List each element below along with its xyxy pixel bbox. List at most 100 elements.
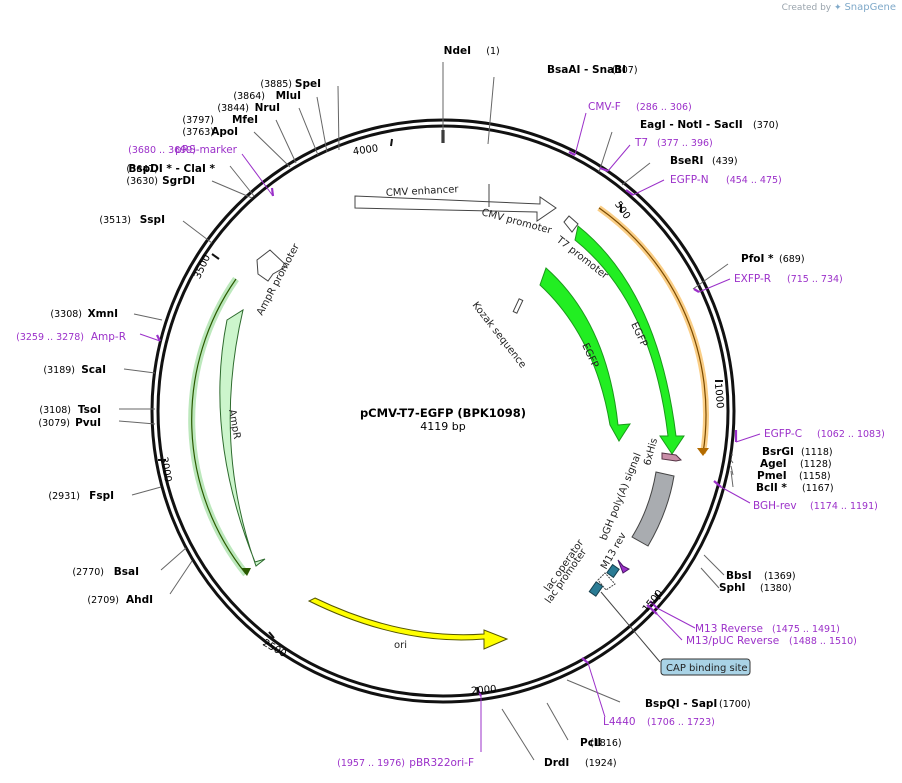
site-pos-7: (1158)	[799, 471, 831, 482]
site-pos-5: (1118)	[801, 447, 833, 458]
egfp-outer-arrow	[574, 225, 685, 455]
site-name-8: BclI *	[756, 482, 787, 494]
site-pos-18: (3108)	[39, 405, 71, 416]
lac-promoter-arrow	[597, 572, 616, 591]
site-pos-20: (3308)	[50, 309, 82, 320]
site-leader-22	[211, 180, 253, 199]
ampr-line	[191, 278, 247, 575]
site-leader-9	[703, 554, 725, 576]
ampr-arrowhead-icon	[241, 568, 251, 576]
site-pos-0: (1)	[486, 46, 499, 57]
site-name-20: XmnI	[88, 308, 118, 320]
site-leader-25	[275, 119, 297, 164]
site-name-15: BsaI	[114, 566, 139, 578]
bp-tick-label-5: 3000	[158, 456, 173, 483]
site-pos-16: (2931)	[48, 491, 80, 502]
plasmid-name: pCMV-T7-EGFP (BPK1098)	[360, 406, 526, 420]
site-pos-19: (3189)	[43, 365, 75, 376]
site-name-23: BspDI * - ClaI *	[128, 163, 215, 175]
site-name-16: FspI	[89, 490, 114, 502]
cap-site-block	[588, 581, 604, 597]
site-pos-13: (1924)	[585, 758, 617, 769]
site-leader-2	[598, 131, 613, 173]
ampr-promoter-arrow	[256, 249, 288, 282]
site-pos-24: (3763)	[182, 127, 214, 138]
primer-range-5: (1174 .. 1191)	[810, 501, 878, 512]
site-pos-8: (1167)	[802, 483, 834, 494]
bp-tick-7	[390, 138, 393, 147]
primer-leader-3	[698, 278, 731, 293]
site-leader-4	[692, 263, 729, 290]
site-name-25: MfeI	[232, 114, 258, 126]
primer-name-9: pBR322ori-F	[409, 757, 474, 769]
site-leader-24	[253, 131, 291, 168]
primer-leader-7	[656, 613, 683, 641]
site-name-12: PciI	[580, 737, 601, 749]
site-name-13: DrdI	[544, 757, 569, 769]
primer-name-8: L4440	[603, 716, 636, 728]
primer-name-3: EXFP-R	[734, 273, 771, 285]
cap-binding-site-label: CAP binding site	[666, 663, 748, 674]
bp-tick-label-1: 1000	[712, 383, 725, 409]
site-leader-21	[182, 220, 213, 244]
site-name-22: SgrDI	[162, 175, 195, 187]
site-name-11: BspQI - SapI	[645, 698, 717, 710]
bp-tick-label-7: 4000	[352, 143, 379, 157]
primer-name-2: EGFP-N	[670, 174, 709, 186]
primer-leader-6	[656, 607, 696, 629]
primer-range-10: (3259 .. 3278)	[16, 332, 84, 343]
site-pos-25: (3797)	[182, 115, 214, 126]
label-cmv-enhancer: CMV enhancer	[386, 184, 460, 199]
site-pos-21: (3513)	[99, 215, 131, 226]
orf-arrowhead-icon	[697, 448, 709, 456]
primer-range-9: (1957 .. 1976)	[337, 758, 405, 769]
primer-mark-0	[568, 151, 576, 156]
plasmid-length: 4119 bp	[420, 420, 465, 433]
site-pos-15: (2770)	[72, 567, 104, 578]
site-name-3: BseRI	[670, 155, 703, 167]
site-pos-10: (1380)	[760, 583, 792, 594]
site-name-24: ApoI	[211, 126, 238, 138]
primer-leader-4	[735, 433, 761, 443]
site-leader-13	[501, 708, 535, 761]
bp-tick-6	[211, 253, 220, 260]
site-name-17: PvuI	[75, 417, 101, 429]
site-pos-28: (3885)	[260, 79, 292, 90]
site-name-9: BbsI	[726, 570, 752, 582]
site-pos-17: (3079)	[38, 418, 70, 429]
bgh-polya-block	[631, 471, 675, 547]
site-pos-3: (439)	[712, 156, 738, 167]
site-name-6: AgeI	[760, 458, 787, 470]
site-leader-28	[337, 85, 340, 151]
snapgene-logo-icon: ✦	[834, 3, 842, 13]
primer-leader-10	[139, 333, 161, 342]
primer-mark-6	[649, 600, 658, 609]
cap-leader	[600, 591, 661, 663]
lac-operator-block	[606, 563, 620, 579]
credit-prefix: Created by	[781, 3, 832, 13]
site-name-27: MluI	[276, 90, 301, 102]
site-pos-27: (3864)	[233, 91, 265, 102]
primer-leader-5	[720, 486, 751, 504]
site-name-0: NdeI	[444, 45, 471, 57]
site-name-5: BsrGI	[762, 446, 794, 458]
site-leader-17	[118, 420, 156, 425]
site-pos-12: (1816)	[590, 738, 622, 749]
site-leader-7	[730, 465, 734, 476]
bp-tick-label-3: 2000	[471, 684, 497, 697]
orf-line	[598, 207, 707, 454]
site-name-26: NruI	[255, 102, 280, 114]
site-leader-10	[700, 567, 720, 589]
credit-brand: SnapGene	[844, 2, 896, 13]
site-pos-26: (3844)	[217, 103, 249, 114]
site-name-10: SphI	[719, 582, 745, 594]
site-leader-27	[316, 96, 328, 153]
site-pos-4: (689)	[779, 254, 805, 265]
primer-range-2: (454 .. 475)	[726, 175, 782, 186]
primer-range-4: (1062 .. 1083)	[817, 429, 885, 440]
site-leader-12	[546, 702, 569, 741]
cap-binding-site-box	[660, 658, 751, 676]
primer-name-0: CMV-F	[588, 101, 621, 113]
cmv-enhancer-arrow	[354, 195, 557, 222]
